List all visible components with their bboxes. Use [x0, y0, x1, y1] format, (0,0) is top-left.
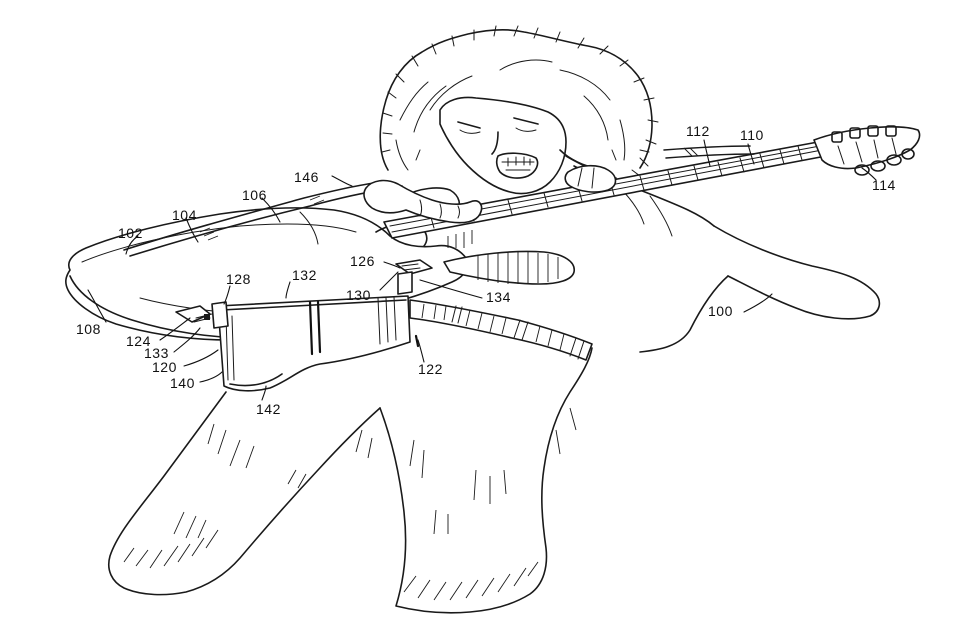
ref-numeral-132: 132 [292, 267, 317, 283]
ref-numeral-124: 124 [126, 333, 151, 349]
ref-numeral-108: 108 [76, 321, 101, 337]
ref-numeral-130: 130 [346, 287, 371, 303]
device-holder-drawing [175, 259, 433, 392]
ref-numeral-128: 128 [226, 271, 251, 287]
ref-numeral-126: 126 [350, 253, 375, 269]
ref-numeral-146: 146 [294, 169, 319, 185]
hands-drawing [363, 164, 617, 224]
ref-numeral-140: 140 [170, 375, 195, 391]
ref-numeral-110: 110 [740, 127, 764, 143]
ref-numeral-104: 104 [172, 207, 197, 223]
ref-numeral-142: 142 [256, 401, 281, 417]
face-drawing [439, 96, 567, 195]
ref-numeral-134: 134 [486, 289, 511, 305]
ref-numeral-114: 114 [872, 177, 896, 193]
ref-numeral-112: 112 [686, 123, 710, 139]
reference-numerals: 100 102 104 106 108 110 112 114 120 122 … [76, 123, 896, 417]
ref-numeral-133: 133 [144, 345, 169, 361]
belt-drawing [409, 299, 593, 361]
ref-numeral-106: 106 [242, 187, 267, 203]
ref-numeral-120: 120 [152, 359, 177, 375]
ref-numeral-102: 102 [118, 225, 143, 241]
ref-numeral-100: 100 [708, 303, 733, 319]
guitar-strap-drawing [123, 145, 755, 257]
pants-drawing [108, 347, 593, 614]
hair-drawing [379, 25, 659, 177]
ref-numeral-122: 122 [418, 361, 443, 377]
leader-lines [87, 139, 877, 401]
